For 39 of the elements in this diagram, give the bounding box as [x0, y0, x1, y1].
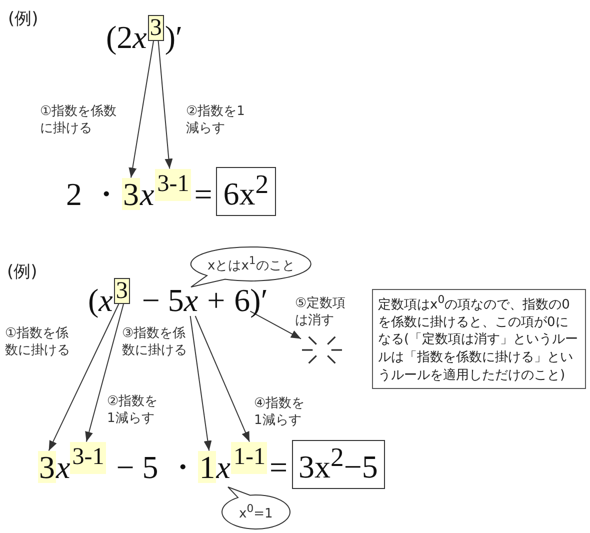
highlighted-coefficient: 3 — [38, 450, 56, 483]
arrow — [158, 40, 173, 170]
arrow — [250, 310, 302, 340]
boxed-result: 6x$^{2}$ — [216, 167, 276, 216]
math-variable: x — [132, 21, 147, 53]
plus-sign: + — [207, 284, 226, 316]
example-label: (例) — [8, 8, 38, 30]
highlighted-exponent: 3-1 — [155, 168, 192, 201]
constant-term: 6 — [234, 284, 250, 316]
math-variable: x — [216, 450, 230, 483]
math-variable: x — [56, 450, 70, 483]
math-expression: − 5 ・ — [116, 450, 198, 483]
math-expression: (x — [88, 284, 113, 316]
exponent-box: 3 — [114, 278, 130, 304]
arrow — [190, 316, 212, 452]
arrow — [48, 304, 120, 452]
burst-icon — [301, 336, 343, 364]
highlighted-exponent: 1-1 — [231, 442, 268, 474]
explanation-note: 定数項はx$^{0}$の項なので、指数の0を係数に掛けると、この項が0になる(「定数項は消す」というルールは「指数を係数に掛ける」というルールを適用しただけのこと) — [372, 289, 586, 390]
example-label: (例) — [7, 261, 38, 284]
bubble-text: xとはx$^{1}$のこと — [208, 254, 295, 274]
math-expression: 2 ・ — [66, 178, 122, 210]
math-expression: )′ — [164, 21, 183, 53]
bubble-text: x$^{0}$=1 — [239, 502, 273, 522]
exponent-box: 3 — [148, 15, 164, 41]
boxed-result: 3x$^{2}$−5 — [292, 440, 385, 489]
highlighted-coefficient: 1 — [198, 450, 216, 483]
math-expression: )′ — [250, 284, 268, 316]
highlighted-exponent: 3-1 — [70, 442, 106, 474]
arrow — [85, 304, 124, 442]
math-expression: − 5 — [142, 284, 184, 316]
highlighted-coefficient: 3 — [122, 178, 140, 210]
math-expression: (2 — [106, 21, 133, 53]
arrow — [128, 40, 154, 178]
arrow — [194, 316, 250, 442]
math-variable: x — [140, 178, 154, 210]
equals-sign: = — [269, 450, 288, 483]
math-variable: x — [184, 284, 198, 316]
equals-sign: = — [194, 178, 212, 210]
